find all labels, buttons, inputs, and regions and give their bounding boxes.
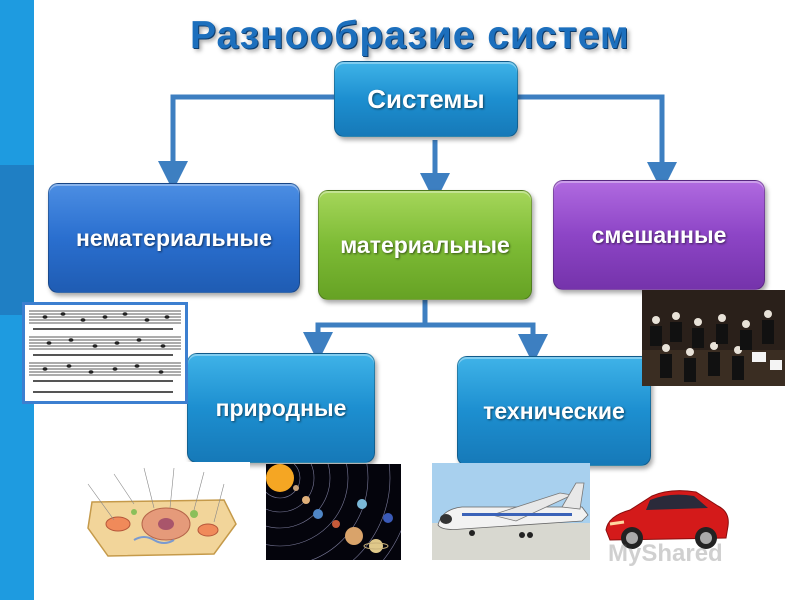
node-mixed: смешанные: [553, 180, 765, 290]
connector-root-immaterial: [158, 94, 334, 191]
sheet-music-image: [22, 302, 188, 404]
cell-diagram-image: [74, 462, 250, 562]
node-systems: Системы: [334, 61, 518, 137]
orchestra-image: [642, 290, 785, 386]
node-material: материальные: [318, 190, 532, 300]
connector-root-mixed: [516, 94, 677, 192]
watermark-text: MyShared: [608, 540, 723, 567]
airplane-image: [432, 463, 590, 560]
left-bar-accent: [0, 165, 34, 315]
red-car-image: [600, 480, 734, 560]
node-natural: природные: [187, 353, 375, 463]
connector-material-technical: [425, 322, 548, 364]
solar-system-image: [266, 464, 401, 560]
node-technical: технические: [457, 356, 651, 466]
connector-material-natural: [303, 300, 428, 362]
node-immaterial: нематериальные: [48, 183, 300, 293]
page-title: Разнообразие систем: [190, 14, 630, 57]
